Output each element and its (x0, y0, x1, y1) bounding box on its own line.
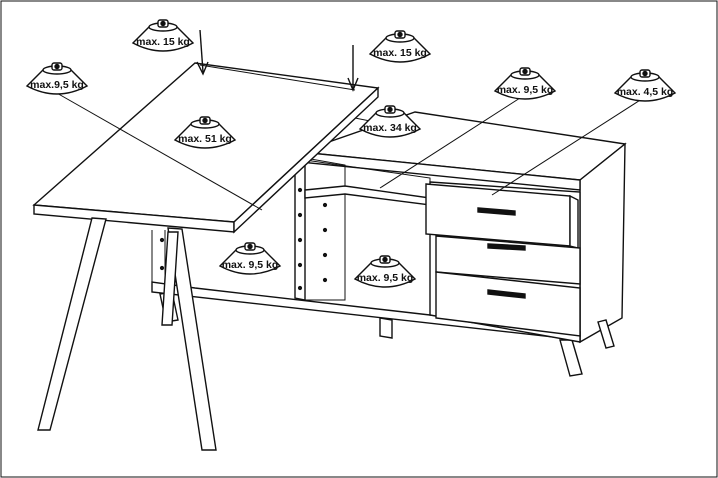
weight-markers: max.9,5 kg max. 15 kg max. 15 kg max. 51 kg… (25, 19, 677, 288)
weight-label: max. 4,5 kg (617, 86, 674, 98)
weight-icon (613, 76, 677, 102)
desk-top-side-edge (233, 86, 379, 234)
divider-panel (294, 157, 306, 301)
divider-inner (304, 157, 346, 301)
cabinet-foot-center (379, 317, 393, 339)
weight-icon (173, 123, 237, 149)
bottom-drawer-handle[interactable] (487, 289, 526, 299)
leader-top-left-corner (54, 91, 263, 211)
upper-shelf (304, 185, 431, 206)
weight-icon (368, 37, 432, 63)
weight-marker-cabinet-top: max. 34 kg (358, 105, 422, 138)
weight-icon (131, 26, 195, 52)
desk-leg-front-left (37, 217, 107, 431)
desk-leg-rear (161, 231, 179, 326)
weight-label: max. 9,5 kg (222, 259, 279, 271)
shelf-pin-holes (159, 187, 328, 291)
weight-marker-top-rear-right: max. 15 kg (368, 30, 432, 63)
top-drawer-handle[interactable] (477, 207, 516, 216)
desk-leg-front-right (167, 227, 217, 451)
weight-marker-lower-center-shelf: max. 9,5 kg (353, 255, 417, 288)
weight-marker-drawer-top: max. 4,5 kg (613, 69, 677, 102)
weight-label: max. 15 kg (136, 36, 190, 48)
leader-drawer-top (491, 96, 646, 196)
weight-label: max. 15 kg (373, 47, 427, 59)
cabinet-foot-front (559, 339, 583, 377)
weight-icon (25, 69, 89, 95)
leader-lines (54, 91, 646, 211)
bottom-drawer[interactable] (435, 271, 581, 337)
weight-marker-top-left-corner: max.9,5 kg (25, 62, 89, 95)
weight-marker-top-rear-left: max. 15 kg (131, 19, 195, 52)
middle-drawer-handle[interactable] (487, 243, 526, 251)
weight-marker-upper-shelf: max. 9,5 kg (493, 67, 557, 100)
weight-label: max. 9,5 kg (497, 84, 554, 96)
cabinet-foot-back (597, 319, 615, 349)
leader-upper-shelf (379, 97, 521, 189)
weight-label: max. 51 kg (178, 133, 232, 145)
compartment-back (304, 159, 431, 312)
weight-icon (218, 249, 282, 275)
load-arrows (196, 29, 359, 92)
weight-marker-top-center: max. 51 kg (173, 116, 237, 149)
weight-icon (358, 112, 422, 138)
weight-marker-lower-left-shelf: max. 9,5 kg (218, 242, 282, 275)
middle-drawer[interactable] (435, 235, 581, 285)
top-drawer-side (569, 194, 579, 249)
weight-icon (493, 74, 557, 100)
weight-label: max. 34 kg (363, 122, 417, 134)
drawers (425, 181, 581, 343)
weight-label: max.9,5 kg (30, 79, 84, 91)
weight-icon (353, 262, 417, 288)
weight-label: max. 9,5 kg (357, 272, 414, 284)
